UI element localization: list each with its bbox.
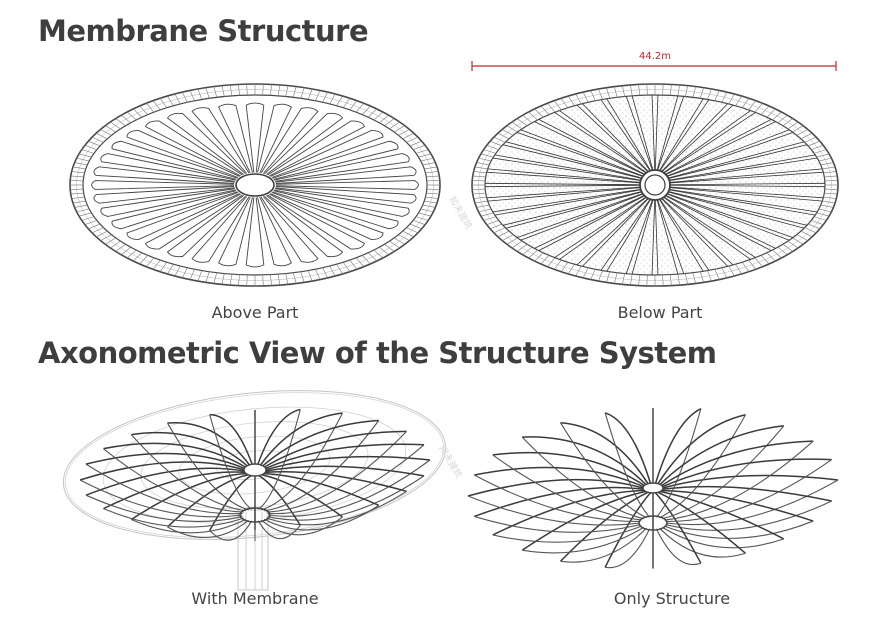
above-rim-hatching — [70, 84, 440, 286]
section-title-axonometric: Axonometric View of the Structure System — [38, 336, 717, 370]
structural-ribs — [467, 407, 839, 570]
structural-ribs — [79, 408, 431, 542]
dimension-label: 44.2m — [638, 51, 671, 62]
below-center-inner — [644, 174, 666, 196]
dimension-line — [471, 61, 837, 71]
top-ring — [642, 482, 664, 494]
above-petals — [91, 102, 419, 268]
axonometric-with-membrane — [62, 390, 447, 591]
bottom-ring — [239, 507, 271, 523]
above-part-plan — [69, 83, 441, 287]
above-center-ring — [235, 173, 275, 197]
section-title-membrane: Membrane Structure — [38, 14, 369, 48]
caption-only-structure: Only Structure — [613, 589, 731, 608]
caption-with-membrane: With Membrane — [191, 589, 319, 608]
caption-above-part: Above Part — [211, 303, 299, 322]
caption-below-part: Below Part — [617, 303, 703, 322]
bottom-ring — [638, 515, 668, 531]
top-ring — [243, 463, 267, 477]
below-ribs — [485, 95, 825, 275]
below-part-plan — [471, 83, 839, 287]
axonometric-only-structure — [467, 407, 839, 570]
below-rim-hatching — [472, 84, 838, 286]
